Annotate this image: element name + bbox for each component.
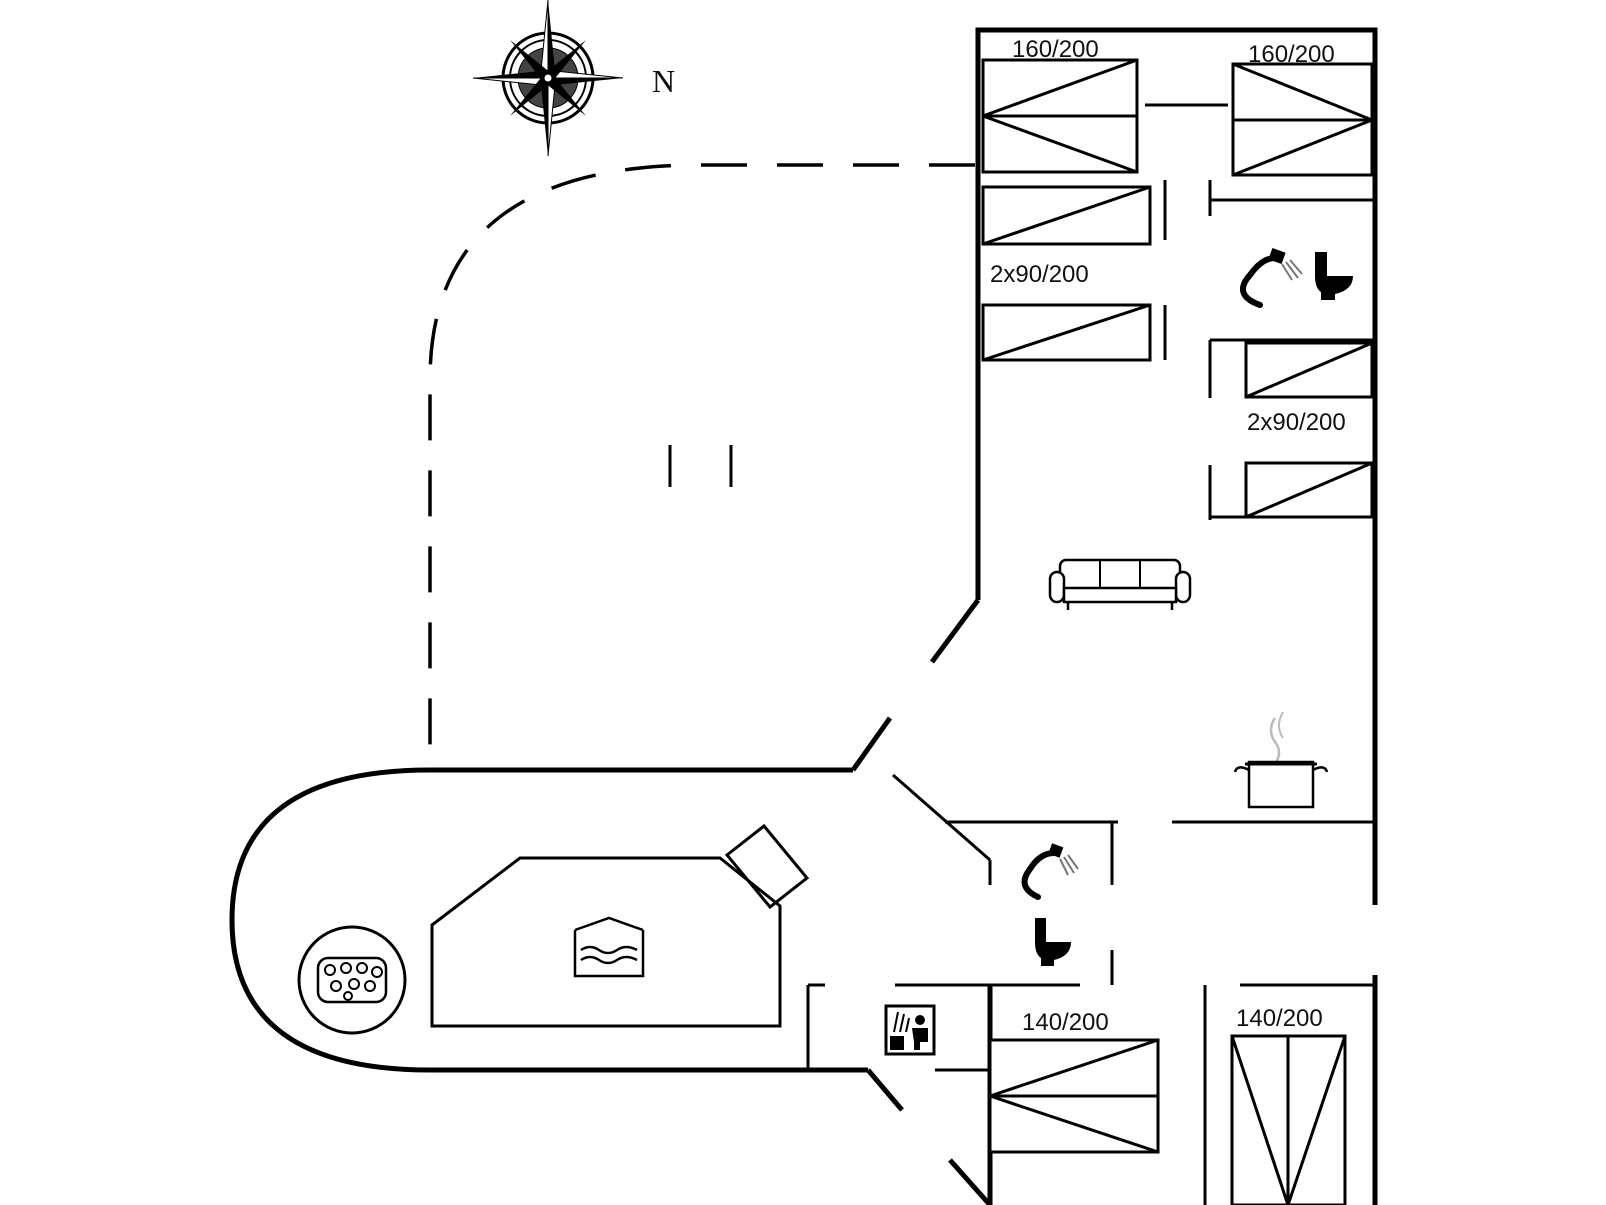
single-bed <box>1244 461 1374 519</box>
sauna-icon <box>884 1004 936 1056</box>
single-bed <box>981 303 1152 362</box>
sofa-icon <box>1048 558 1192 610</box>
exterior-walls <box>229 27 1378 1205</box>
terrace-outline <box>428 163 975 770</box>
bed-size-label: 2x90/200 <box>990 261 1089 288</box>
single-bed <box>1244 341 1374 399</box>
single-bed <box>981 185 1152 246</box>
bed-size-label: 140/200 <box>1236 1005 1323 1032</box>
shower-icon <box>1021 843 1079 900</box>
double-bed <box>1230 1034 1347 1205</box>
double-bed <box>1231 62 1374 177</box>
toilet-icon <box>1315 252 1353 300</box>
interior-walls <box>806 103 1375 1205</box>
shower-icon <box>1239 247 1303 308</box>
double-bed <box>981 58 1139 174</box>
cooking-pot-icon <box>1233 711 1329 809</box>
bed-size-label: 2x90/200 <box>1247 409 1346 436</box>
north-label: N <box>652 63 675 99</box>
swimming-pool-icon <box>573 916 645 978</box>
bed-size-label: 140/200 <box>1022 1009 1109 1036</box>
compass-rose-icon <box>472 0 624 157</box>
pool-outline <box>430 823 810 1028</box>
whirlpool-icon <box>297 925 407 1035</box>
double-bed <box>988 1038 1160 1154</box>
toilet-icon <box>1035 918 1071 966</box>
